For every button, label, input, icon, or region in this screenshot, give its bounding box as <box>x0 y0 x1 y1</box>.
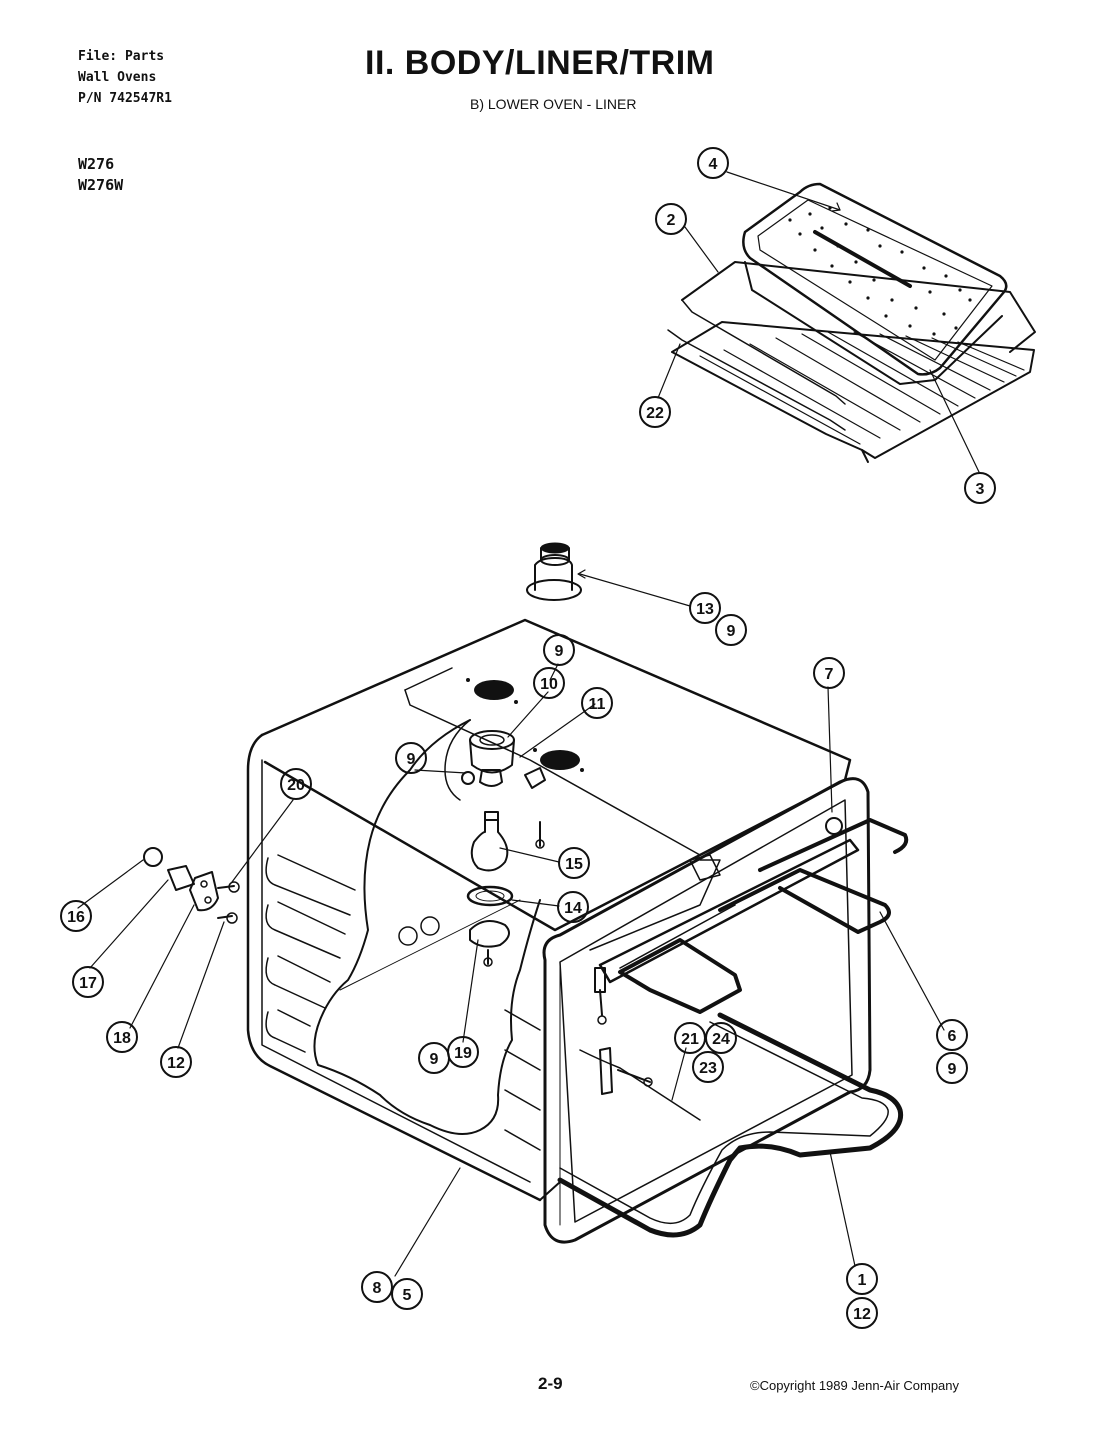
callout-label: 5 <box>403 1287 412 1304</box>
lens-retainer <box>469 920 510 948</box>
callout-13 <box>689 592 721 624</box>
oven-rack-lower <box>671 321 1035 459</box>
callout-label: 13 <box>696 601 714 618</box>
leader-lines <box>77 171 980 1277</box>
vent-hole <box>540 750 580 770</box>
callout-3 <box>964 472 996 504</box>
callout-23 <box>692 1051 724 1083</box>
hinge-bracket <box>189 871 219 912</box>
hinge-hardware <box>143 847 240 924</box>
lamp-lens <box>466 885 514 907</box>
lamp-socket <box>469 730 515 774</box>
callout-label: 17 <box>79 975 97 992</box>
callout-12 <box>846 1297 878 1329</box>
callout-2 <box>655 203 687 235</box>
callout-18 <box>106 1021 138 1053</box>
callout-9 <box>936 1052 968 1084</box>
callout-label: 9 <box>407 751 416 768</box>
lamp-assembly <box>444 542 582 967</box>
hinge-pin <box>167 865 195 891</box>
callout-labels: 4 2 22 3 13 9 9 10 11 9 7 20 15 14 16 17… <box>67 156 984 1323</box>
callout-label: 3 <box>976 481 985 498</box>
rack-wires <box>699 331 1025 445</box>
callout-9 <box>715 614 747 646</box>
file-line: File: Parts <box>78 49 165 64</box>
callout-label: 9 <box>430 1051 439 1068</box>
file-info: File: Parts Wall Ovens P/N 742547R1 <box>78 46 172 109</box>
callout-label: 8 <box>373 1280 382 1297</box>
callout-10 <box>533 667 565 699</box>
vent-hole <box>474 680 514 700</box>
callout-circles <box>60 147 996 1329</box>
broil-element <box>589 817 909 1014</box>
lamp-receptacle <box>479 769 503 787</box>
callout-label: 18 <box>113 1030 131 1047</box>
callout-label: 12 <box>853 1306 871 1323</box>
callout-8 <box>361 1271 393 1303</box>
pan-perforations <box>788 206 972 336</box>
hinge-cap <box>143 847 163 867</box>
file-line: Wall Ovens <box>78 70 157 85</box>
oven-rack-assembly <box>667 182 1036 463</box>
callout-label: 19 <box>454 1045 472 1062</box>
callout-label: 15 <box>565 856 583 873</box>
callout-label: 2 <box>667 212 676 229</box>
callout-19 <box>447 1036 479 1068</box>
model-number: W276 <box>78 155 115 173</box>
copyright-notice: ©Copyright 1989 Jenn-Air Company <box>750 1378 960 1393</box>
model-number: W276W <box>78 176 124 194</box>
lamp-socket-housing <box>526 542 582 601</box>
callout-label: 16 <box>67 909 85 926</box>
callout-16 <box>60 900 92 932</box>
callout-6 <box>936 1019 968 1051</box>
callout-label: 4 <box>709 156 718 173</box>
callout-17 <box>72 966 104 998</box>
file-line: P/N 742547R1 <box>78 91 172 106</box>
callout-label: 7 <box>825 666 834 683</box>
callout-20 <box>280 768 312 800</box>
callout-label: 23 <box>699 1060 717 1077</box>
callout-label: 14 <box>564 900 582 917</box>
callout-label: 10 <box>540 676 558 693</box>
callout-label: 1 <box>858 1272 867 1289</box>
wire-harness <box>579 989 701 1121</box>
callout-9 <box>543 634 575 666</box>
callout-24 <box>705 1022 737 1054</box>
callout-label: 20 <box>287 777 305 794</box>
callout-label: 9 <box>948 1061 957 1078</box>
callout-label: 24 <box>712 1031 730 1048</box>
light-bulb <box>470 811 509 872</box>
page-subtitle: B) LOWER OVEN - LINER <box>470 96 637 112</box>
callout-11 <box>581 687 613 719</box>
callout-1 <box>846 1263 878 1295</box>
side-panel-ribs <box>265 854 541 1151</box>
callout-15 <box>558 847 590 879</box>
callout-12 <box>160 1046 192 1078</box>
oven-liner-body <box>246 618 872 1244</box>
page-number: 2-9 <box>538 1374 563 1393</box>
callout-5 <box>391 1278 423 1310</box>
screw <box>461 771 475 785</box>
callout-9 <box>395 742 427 774</box>
callout-label: 21 <box>681 1031 699 1048</box>
callout-22 <box>639 396 671 428</box>
broiler-pan <box>742 182 1008 385</box>
callout-label: 22 <box>646 405 664 422</box>
bake-element <box>539 1012 904 1238</box>
callout-label: 9 <box>727 623 736 640</box>
callout-4 <box>697 147 729 179</box>
callout-7 <box>813 657 845 689</box>
oven-rack-upper <box>681 261 1036 353</box>
callout-label: 9 <box>555 643 564 660</box>
callout-label: 11 <box>589 696 606 713</box>
callout-14 <box>557 891 589 923</box>
callout-label: 6 <box>948 1028 957 1045</box>
model-list: W276 W276W <box>78 154 123 196</box>
page-title: II. BODY/LINER/TRIM <box>365 44 715 82</box>
callout-label: 12 <box>167 1055 185 1072</box>
